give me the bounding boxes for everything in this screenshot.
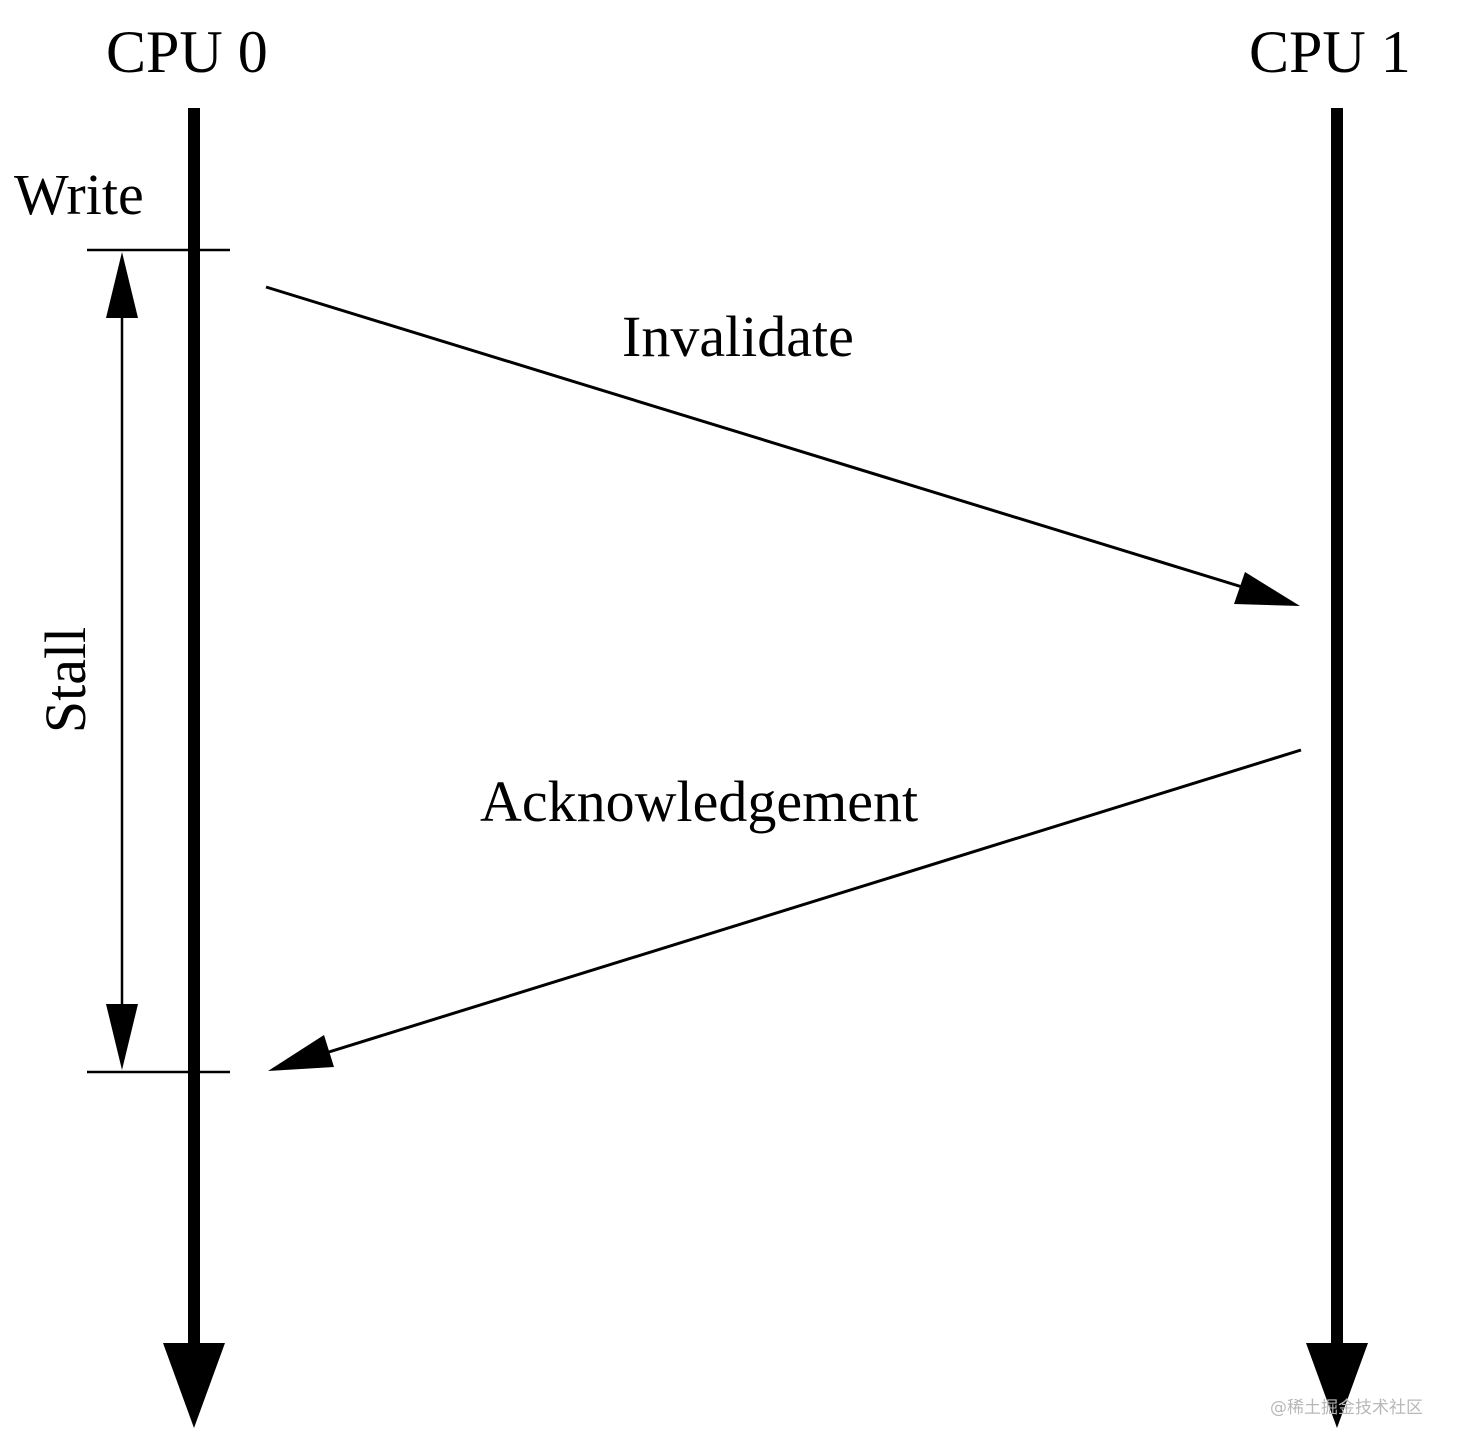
invalidate-label: Invalidate <box>622 304 854 369</box>
stall-label: Stall <box>33 626 98 734</box>
write-label: Write <box>14 162 144 227</box>
cpu1-label: CPU 1 <box>1249 19 1411 85</box>
cpu1-lifeline-arrowhead <box>1306 1343 1368 1428</box>
invalidate-arrow-line <box>265 285 1253 592</box>
watermark: @稀土掘金技术社区 <box>1270 1398 1423 1418</box>
ack-arrowhead <box>268 1035 334 1071</box>
ack-arrow-line <box>315 748 1302 1058</box>
stall-arrowhead-bottom <box>106 1004 138 1070</box>
cpu0-lifeline-arrowhead <box>163 1343 225 1428</box>
acknowledgement-label: Acknowledgement <box>480 769 919 834</box>
invalidate-arrowhead <box>1234 572 1300 606</box>
stall-arrowhead-top <box>106 252 138 318</box>
cpu0-label: CPU 0 <box>106 19 268 85</box>
